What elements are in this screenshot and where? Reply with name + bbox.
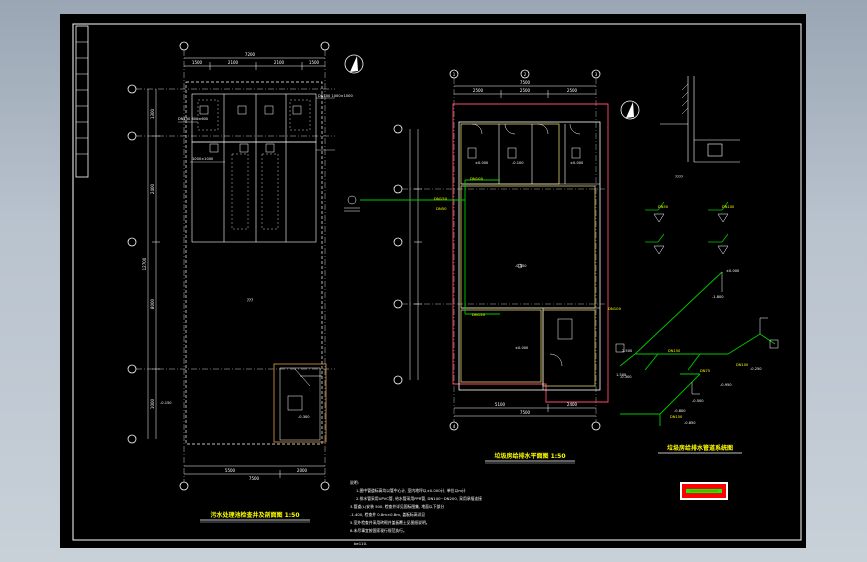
mid-pipe-label-3: DN150 [472, 312, 486, 317]
note-line-4: -1.400, 检查井 0.8m×0.8m, 盖板标高详见 [350, 512, 425, 517]
note-line-5: 5.室外检查井采用砖砌井盖板覆土见图纸说明。 [350, 520, 430, 525]
left-dim-top-3: 1500 [309, 60, 320, 65]
section-label: ???? [675, 174, 683, 179]
left-dim-total-left: 12700 [142, 257, 147, 270]
mid-level-0: ±0.000 [475, 161, 489, 165]
cad-drawing-sheet: 7200 1500 2100 2100 1500 12700 1300 2400… [60, 14, 806, 548]
valve-icon [344, 195, 360, 212]
mid-inner-wall [458, 121, 601, 391]
mid-pipe-label-4: DN100 [608, 306, 622, 311]
mid-dim-bottom-0: 5100 [495, 402, 506, 407]
left-pipe-label-1: DN150 600×600 [178, 117, 209, 121]
sys-level-6: -0.300 [620, 375, 632, 379]
sys-level-7: -0.250 [750, 367, 762, 371]
sys-level-9: 2.500 [622, 349, 633, 353]
cad-drawing: 7200 1500 2100 2100 1500 12700 1300 2400… [72, 23, 802, 546]
mid-pipes [360, 179, 500, 315]
sys-level-1: -1.800 [712, 295, 724, 299]
left-manhole-outline [273, 363, 327, 443]
mid-level-4: ±0.000 [515, 346, 529, 350]
mid-dim-top-1: 2500 [520, 88, 531, 93]
left-dim-left-3: 1000 [150, 398, 155, 409]
middle-plan: 1 2 3 4 7500 2500 2500 2500 [344, 69, 640, 464]
notes-title: 说明: [350, 480, 359, 485]
mid-dim-total-top: 7500 [520, 80, 531, 85]
note-extra: be110. [354, 541, 367, 546]
left-dim-total-top: 7200 [245, 52, 256, 57]
sys-level-3: -0.800 [674, 409, 686, 413]
sys-level-0: ±0.000 [726, 269, 740, 273]
note-line-1: 1.图中管道标高均以管中心计, 室内地坪以±0.000计, 单位以m计 [356, 488, 466, 493]
mid-dim-bottom-1: 2400 [567, 402, 578, 407]
mid-pipe-label-2: DN50 [436, 206, 447, 211]
left-level-0: -0.150 [160, 401, 172, 405]
binding-strip [75, 25, 89, 178]
left-dim-top-2: 2100 [274, 60, 285, 65]
left-dim-left-1: 2400 [150, 183, 155, 194]
sys-pipe-4: DN150 [670, 415, 683, 419]
mid-axis-2: 2 [524, 72, 527, 77]
mid-dim-total-bottom: 7500 [520, 410, 531, 415]
left-manhole [279, 367, 321, 441]
sys-level-8: 1.500 [616, 373, 627, 377]
drawing-frame [72, 23, 802, 541]
sys-pipe-5: DN100 [722, 205, 735, 209]
left-dim-top-0: 1500 [192, 60, 203, 65]
mid-dim-top-0: 2500 [473, 88, 484, 93]
mid-level-1: -0.100 [512, 161, 524, 165]
mid-dim-top-2: 2500 [567, 88, 578, 93]
mid-axis-3: 3 [595, 72, 598, 77]
sys-pipe-2: DN75 [700, 369, 710, 373]
left-dim-left-2: 8000 [150, 298, 155, 309]
left-dim-total-bottom: 7500 [249, 476, 260, 481]
north-arrow-icon [620, 100, 640, 120]
sys-level-2: -0.950 [720, 383, 732, 387]
system-title: 垃圾房给排水管道系统图 [667, 444, 733, 452]
left-pipe-label-0: DN100 1000×1000 [318, 94, 353, 98]
sys-level-5: -0.500 [692, 399, 704, 403]
section-detail [660, 76, 740, 163]
left-outline [185, 81, 323, 445]
left-dim-left-0: 1300 [150, 108, 155, 119]
legend-stamp [680, 482, 728, 500]
left-dim-top-1: 2100 [228, 60, 239, 65]
left-plan: 7200 1500 2100 2100 1500 12700 1300 2400… [127, 41, 364, 523]
sys-pipe-1: DN100 [736, 363, 749, 367]
left-level-1: -0.300 [298, 415, 310, 419]
left-room-label: ??? [247, 298, 253, 303]
note-line-2: 2.排水管采用UPVC管, 给水管采用PPR管, DN100~DN200, 采用… [356, 496, 482, 501]
mid-axis-1: 1 [453, 72, 456, 77]
mid-pipe-label-0: DN150 [434, 196, 448, 201]
sys-pipe-3: DN50 [658, 205, 669, 209]
mid-level-3: -0.050 [515, 264, 527, 268]
sys-level-4: -0.850 [684, 421, 696, 425]
left-dim-bottom-1: 2000 [297, 468, 308, 473]
mid-outer-wall [452, 103, 609, 403]
right-system-diagram: ???? ±0.000 [615, 76, 779, 500]
north-arrow-icon [344, 54, 364, 74]
design-notes: 说明: 1.图中管道标高均以管中心计, 室内地坪以±0.000计, 单位以m计 … [350, 480, 482, 546]
mid-pipe-label-1: DN100 [470, 176, 484, 181]
mid-level-2: ±0.000 [570, 161, 584, 165]
note-line-6: 6.未尽事宜按国家现行规范执行。 [350, 528, 407, 533]
left-pipe-label-2: 1000×1000 [192, 157, 214, 161]
sys-pipe-0: DN150 [668, 349, 681, 353]
left-plan-title: 污水处理池检查井及剖面图 1:50 [210, 511, 299, 519]
note-line-3: 3.管道(L)安装 500, 检查井详见国标图集, 地面以下部分 [350, 504, 444, 509]
mid-axis-4: 4 [453, 424, 456, 429]
left-dim-bottom-0: 5500 [225, 468, 236, 473]
mid-plan-title: 垃圾房给排水平面图 1:50 [494, 452, 565, 460]
